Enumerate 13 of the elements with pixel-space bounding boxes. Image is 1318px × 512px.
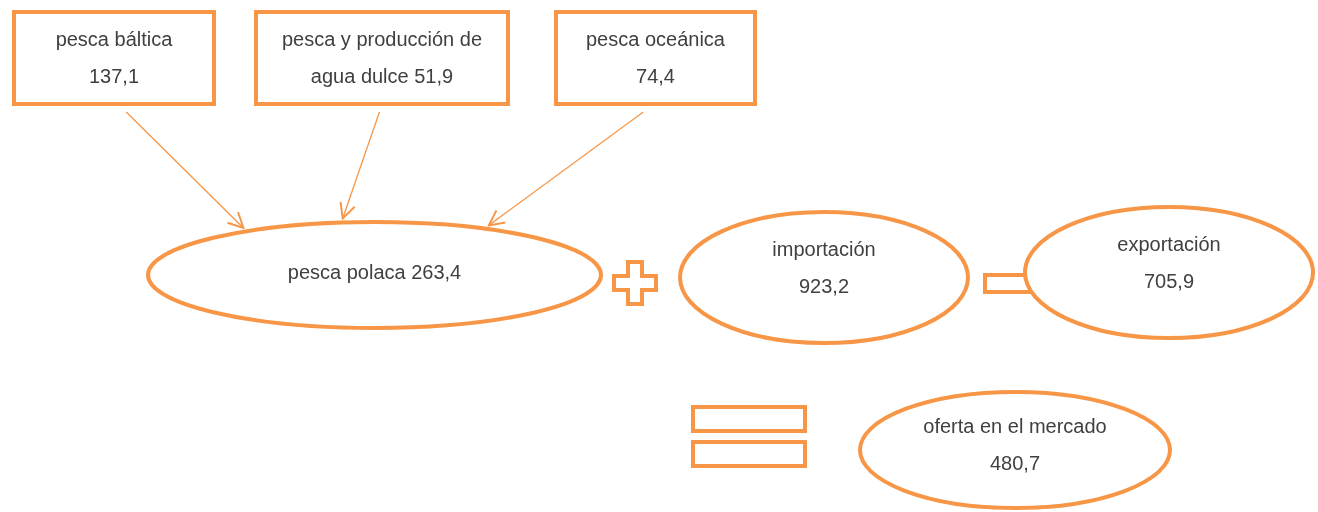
node-label: pesca báltica 137,1 bbox=[54, 27, 174, 89]
node-label: importación 923,2 bbox=[771, 236, 877, 299]
arrow bbox=[339, 111, 381, 220]
arrow bbox=[487, 111, 644, 227]
node-label: oferta en el mercado 480,7 bbox=[922, 414, 1108, 476]
node-label: pesca oceánica 74,4 bbox=[585, 27, 726, 89]
process-box bbox=[554, 10, 757, 106]
node-label: exportación 705,9 bbox=[1116, 231, 1222, 294]
node-label: pesca polaca 263,4 bbox=[286, 259, 463, 285]
node-label: pesca y producción de agua dulce 51,9 bbox=[280, 27, 484, 89]
arrow bbox=[125, 111, 245, 229]
process-box bbox=[254, 10, 510, 106]
process-box bbox=[12, 10, 216, 106]
